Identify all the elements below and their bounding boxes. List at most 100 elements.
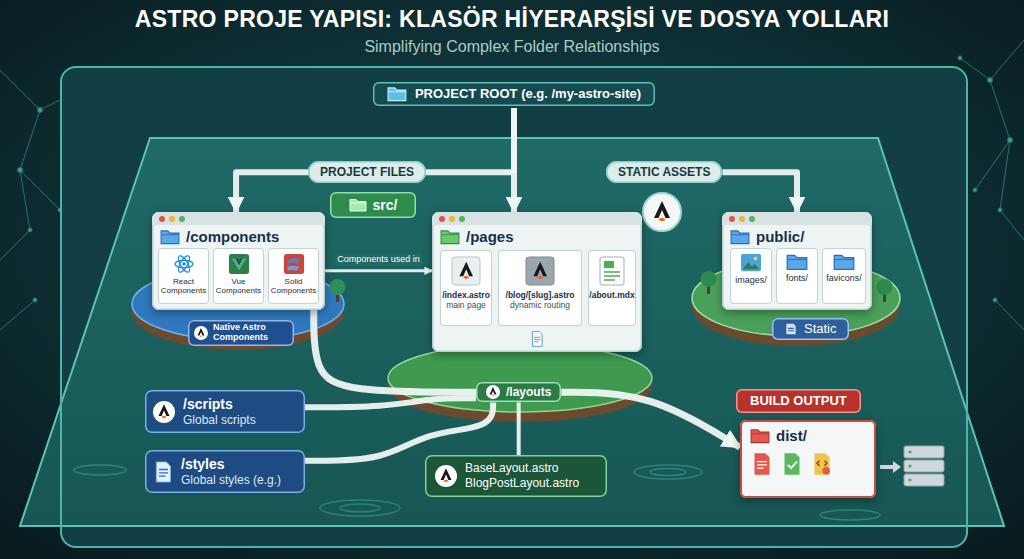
- window-title-bar: [722, 212, 872, 225]
- text-column: /layouts: [506, 385, 551, 399]
- network-decoration: [33, 298, 37, 302]
- astro-logo: [654, 201, 670, 218]
- icon: [435, 465, 457, 487]
- subtitle: Simplifying Complex Folder Relationships: [0, 37, 1024, 56]
- content-row: favicons/: [822, 248, 866, 287]
- layouts-badge: /layouts: [476, 382, 561, 402]
- node-text: Global scripts: [183, 413, 256, 427]
- content-row: Native Astro Components: [188, 320, 294, 346]
- network-decoration: [958, 56, 962, 60]
- text-column: Vue Components: [215, 278, 262, 296]
- node-text: /components: [186, 228, 279, 246]
- icon-holder: [153, 461, 173, 483]
- icon-holder: [283, 253, 305, 275]
- content-row: public/: [722, 225, 872, 249]
- icon-holder: [750, 428, 770, 444]
- icon: [440, 229, 460, 245]
- window-dot: [459, 216, 465, 222]
- content-row: /layouts: [476, 382, 561, 402]
- node-text: Vue Components: [215, 278, 262, 296]
- icon: [194, 326, 208, 340]
- icon-holder: [486, 385, 500, 399]
- water-ripples: [820, 510, 880, 520]
- icon-holder: [740, 253, 762, 273]
- window-dot: [449, 216, 455, 222]
- text-column: Native Astro Components: [213, 323, 288, 343]
- diagram-title: ASTRO PROJE YAPISI: KLASÖR HİYERARŞİSİ V…: [0, 6, 1024, 34]
- window-title-bar: [432, 212, 642, 225]
- flow-connector: [305, 398, 476, 407]
- static-badge: Static: [772, 318, 849, 340]
- node-text: /pages: [466, 228, 514, 246]
- text-column: React Components: [160, 278, 207, 296]
- icon-holder: [173, 253, 195, 275]
- flow-connector: [561, 392, 740, 447]
- pages-window: /pages/index.astromain page/blog/[slug].…: [432, 212, 642, 352]
- text-column: public/: [756, 228, 804, 246]
- project-root-panel: PROJECT ROOT (e.g. /my-astro-site) PROJEC…: [60, 66, 968, 548]
- asset-folder-tile: fonts/: [776, 248, 818, 304]
- astro-logo: [643, 193, 681, 231]
- icon-holder: [349, 198, 367, 212]
- server-icon: [904, 474, 944, 486]
- text-column: Solid Components: [270, 278, 317, 296]
- content-row: /blog/[slug].astrodynamic routing: [498, 250, 582, 316]
- connector-label: Components used in: [334, 253, 423, 266]
- water-ripples: [74, 465, 126, 475]
- window-dot: [739, 216, 745, 222]
- icon: [784, 322, 798, 336]
- icon: [786, 253, 808, 271]
- content-row: /scriptsGlobal scripts: [145, 390, 305, 433]
- icon: [228, 253, 250, 275]
- node-text: /about.mdx: [589, 290, 634, 300]
- content-row: STATIC ASSETS: [606, 161, 722, 183]
- page-file-card: /about.mdx: [588, 250, 636, 326]
- node-text: Static: [804, 321, 837, 337]
- output-files: [752, 452, 864, 476]
- window-dot: [439, 216, 445, 222]
- node-text: STATIC ASSETS: [618, 165, 710, 179]
- water-ripples: [340, 504, 380, 512]
- icon: [283, 253, 305, 275]
- window-dot: [159, 216, 165, 222]
- page-file-card: /index.astromain page: [440, 250, 492, 326]
- node-text: Solid Components: [270, 278, 317, 296]
- flow-connector: [325, 269, 432, 272]
- server-icon: [908, 450, 911, 453]
- icon: [387, 86, 407, 102]
- deploy-arrow: [880, 461, 901, 473]
- text-column: /blog/[slug].astrodynamic routing: [506, 290, 575, 310]
- asset-folder-tile: favicons/: [822, 248, 866, 304]
- node-text: /layouts: [506, 385, 551, 399]
- astro-logo: [643, 193, 681, 231]
- water-ripples: [634, 465, 702, 479]
- node-text: dist/: [776, 427, 807, 445]
- asset-folder-tile: images/: [730, 248, 772, 304]
- icon-holder: [440, 229, 460, 245]
- text-column: images/: [735, 276, 767, 286]
- tree: [330, 279, 346, 295]
- page-file-card: /blog/[slug].astrodynamic routing: [498, 250, 582, 326]
- content-row: fonts/: [776, 248, 818, 287]
- native-components-badge: Native Astro Components: [188, 320, 294, 346]
- section-pill: PROJECT FILES: [308, 161, 426, 183]
- content-row: /index.astromain page: [440, 250, 492, 316]
- node-text: /styles: [181, 456, 281, 473]
- text-column: /about.mdx: [589, 290, 634, 300]
- text-column: dist/: [776, 427, 807, 445]
- content-row: Static: [772, 318, 849, 340]
- icon: [451, 256, 481, 286]
- content-row: PROJECT ROOT (e.g. /my-astro-site): [373, 82, 655, 106]
- flow-connector: [426, 172, 514, 212]
- content-row: /stylesGlobal styles (e.g.): [145, 450, 305, 493]
- icon: [486, 385, 500, 399]
- icon-holder: [435, 465, 457, 487]
- icon: [782, 452, 802, 476]
- content-row: BaseLayout.astroBlogPostLayout.astro: [425, 455, 607, 497]
- icon: [153, 461, 173, 483]
- text-column: Static: [804, 321, 837, 337]
- text-column: PROJECT ROOT (e.g. /my-astro-site): [415, 86, 641, 102]
- flow-connector: [722, 172, 797, 212]
- text-column: BaseLayout.astroBlogPostLayout.astro: [465, 461, 579, 491]
